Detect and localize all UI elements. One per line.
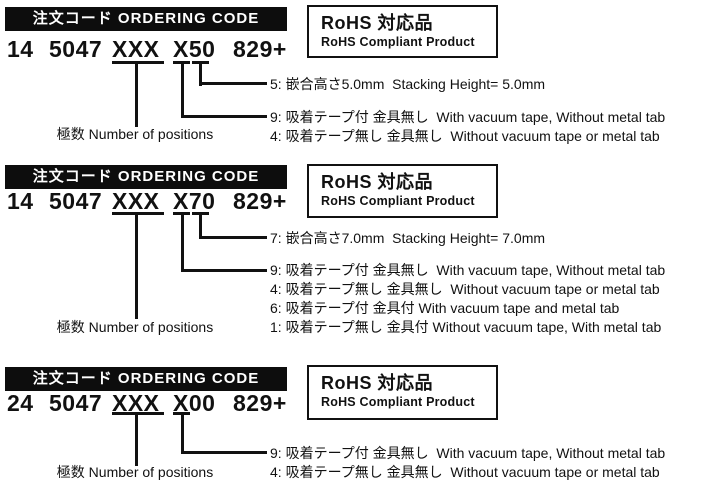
connector-line-option-v [181, 212, 184, 272]
positions-label: 極数 Number of positions [56, 464, 214, 480]
rohs-title: RoHS 対応品 [321, 172, 433, 192]
connector-line-option-v [181, 412, 184, 454]
rohs-badge: RoHS 対応品 RoHS Compliant Product [307, 164, 498, 218]
connector-line-option-h [181, 115, 267, 118]
connector-line-option-h [181, 451, 267, 454]
connector-line-height-v [199, 212, 202, 239]
rohs-subtitle: RoHS Compliant Product [321, 194, 475, 208]
option-row: 4: 吸着テープ無し 金具無し Without vacuum tape or m… [270, 128, 660, 144]
connector-line-variant [135, 212, 138, 319]
rohs-badge: RoHS 対応品 RoHS Compliant Product [307, 5, 498, 58]
code-part-variant: XXX [112, 188, 160, 214]
ordering-code-header: 注文コード ORDERING CODE [5, 165, 287, 189]
connector-line-height-h [199, 236, 267, 239]
option-row: 9: 吸着テープ付 金具無し With vacuum tape, Without… [270, 445, 666, 461]
ordering-section-1: 注文コード ORDERING CODE 14 5047 XXX X50 829+… [0, 0, 720, 158]
code-part-variant: XXX [112, 36, 160, 62]
option-row: 1: 吸着テープ無し 金具付 Without vacuum tape, With… [270, 319, 662, 335]
connector-line-option-h [181, 269, 267, 272]
rohs-title: RoHS 対応品 [321, 13, 433, 33]
rohs-subtitle: RoHS Compliant Product [321, 395, 475, 409]
positions-label: 極数 Number of positions [56, 319, 214, 335]
code-part-suffix: 829+ [233, 390, 287, 416]
connector-line-option-v [181, 61, 184, 118]
stack-height-row: 5: 嵌合高さ5.0mm Stacking Height= 5.0mm [270, 76, 546, 92]
option-row: 6: 吸着テープ付 金具付 With vacuum tape and metal… [270, 300, 620, 316]
code-part-height: X50 [173, 36, 216, 62]
connector-line-variant [135, 61, 138, 127]
positions-label: 極数 Number of positions [56, 126, 214, 142]
rohs-title: RoHS 対応品 [321, 373, 433, 393]
code-part-height: X00 [173, 390, 216, 416]
stack-height-row: 7: 嵌合高さ7.0mm Stacking Height= 7.0mm [270, 230, 546, 246]
code-part-variant: XXX [112, 390, 160, 416]
code-part-positions: 14 [7, 36, 34, 62]
code-part-series: 5047 [49, 188, 103, 214]
code-part-series: 5047 [49, 390, 103, 416]
connector-line-height-h [199, 82, 267, 85]
code-part-suffix: 829+ [233, 36, 287, 62]
ordering-code-header: 注文コード ORDERING CODE [5, 7, 287, 31]
code-part-height: X70 [173, 188, 216, 214]
connector-line-variant [135, 412, 138, 466]
connector-line-height-v [199, 61, 202, 86]
rohs-badge: RoHS 対応品 RoHS Compliant Product [307, 365, 498, 420]
rohs-subtitle: RoHS Compliant Product [321, 35, 475, 49]
underline-variant [112, 61, 164, 64]
option-row: 4: 吸着テープ無し 金具無し Without vacuum tape or m… [270, 464, 660, 480]
code-part-suffix: 829+ [233, 188, 287, 214]
option-row: 9: 吸着テープ付 金具無し With vacuum tape, Without… [270, 109, 666, 125]
code-part-positions: 24 [7, 390, 34, 416]
code-part-positions: 14 [7, 188, 34, 214]
ordering-code-header: 注文コード ORDERING CODE [5, 367, 287, 391]
underline-variant [112, 212, 164, 215]
option-row: 9: 吸着テープ付 金具無し With vacuum tape, Without… [270, 262, 666, 278]
underline-variant [112, 412, 164, 415]
option-row: 4: 吸着テープ無し 金具無し Without vacuum tape or m… [270, 281, 660, 297]
code-part-series: 5047 [49, 36, 103, 62]
